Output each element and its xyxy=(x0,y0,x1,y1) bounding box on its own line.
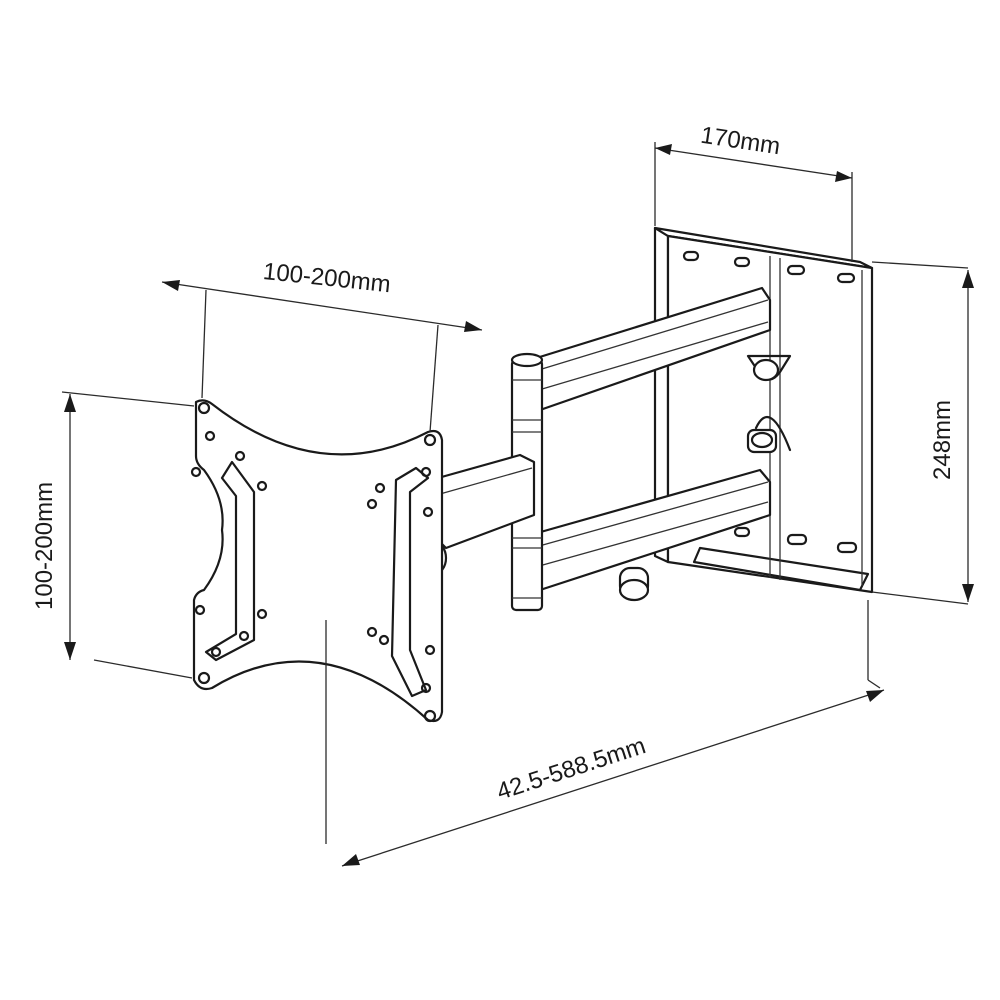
dim-248mm-label: 248mm xyxy=(929,400,956,480)
dim-vesa-vertical-label: 100-200mm xyxy=(31,482,58,610)
wall-plate-hook-upper xyxy=(746,354,792,382)
pivot-bottom-knob xyxy=(618,566,650,602)
wall-plate-hook-lower xyxy=(746,416,792,454)
vesa-holes xyxy=(190,401,437,723)
wall-plate-slots-bottom xyxy=(733,526,858,554)
dim-248mm: 248mm xyxy=(871,261,974,605)
wall-plate-slots-top xyxy=(682,250,856,284)
dim-extension-label: 42.5-588.5mm xyxy=(494,732,650,805)
lower-arm xyxy=(528,468,772,592)
dim-vesa-vertical: 100-200mm xyxy=(31,391,195,679)
dim-vesa-horizontal-label: 100-200mm xyxy=(262,258,392,298)
vesa-plate xyxy=(190,399,444,723)
dim-170mm-label: 170mm xyxy=(699,122,782,161)
